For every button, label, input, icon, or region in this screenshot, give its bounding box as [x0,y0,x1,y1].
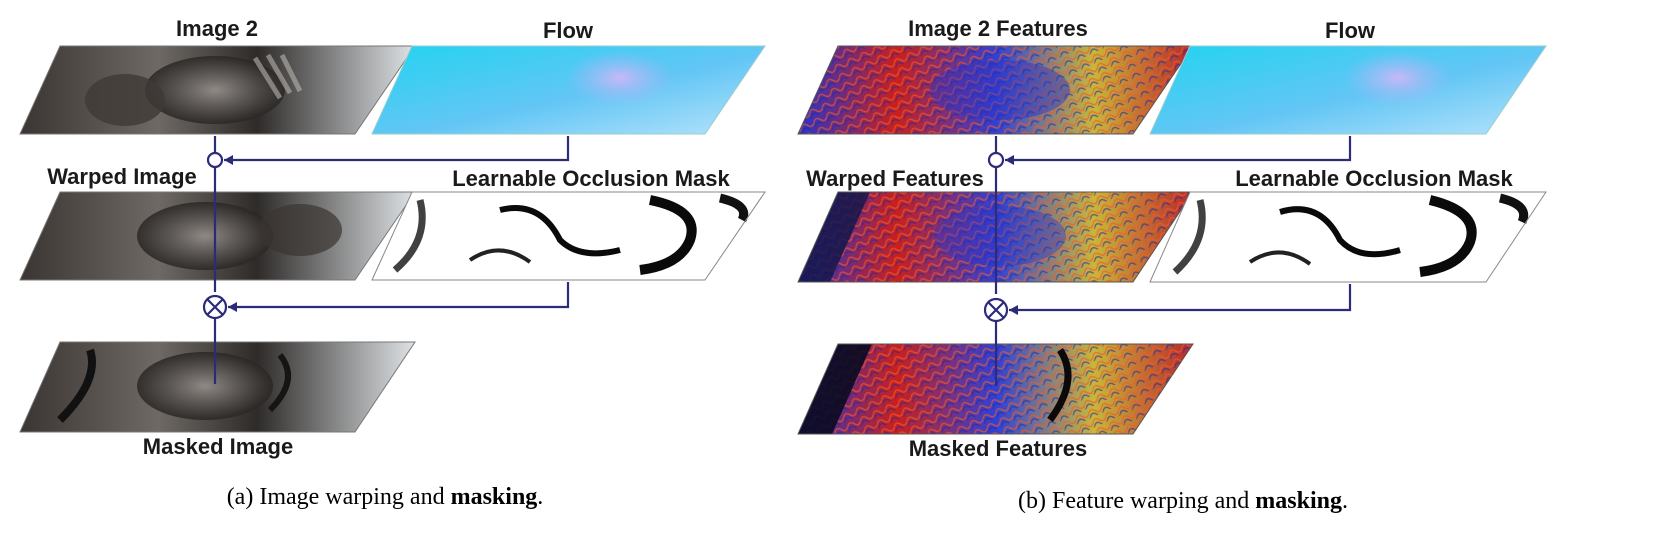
occlusion-mask-label: Learnable Occlusion Mask [452,166,730,191]
panel-a: Image 2 Flow Warped Image Learnable Occl… [19,16,766,510]
occlusion-mask-tile-b [1149,191,1547,283]
caption-b: (b) Feature warping and masking. [1018,488,1348,514]
warped-image-label: Warped Image [47,164,197,189]
masked-features-label: Masked Features [909,436,1088,461]
panel-b: Image 2 Features Flow Warped Features Le… [797,16,1547,514]
flow-label-b: Flow [1325,18,1376,43]
warp-circle-icon [206,151,224,169]
image2-features-label: Image 2 Features [908,16,1088,41]
flow-tile [371,45,766,135]
warp-circle-icon-b [987,151,1005,169]
warped-image-tile [19,191,416,281]
masked-features-tile [797,343,1194,435]
occlusion-mask-tile [371,191,766,281]
warped-features-label: Warped Features [806,166,984,191]
image2-label: Image 2 [176,16,258,41]
flow-tile-b [1149,45,1547,135]
flow-label: Flow [543,18,594,43]
caption-a: (a) Image warping and masking. [227,484,544,510]
occlusion-mask-label-b: Learnable Occlusion Mask [1235,166,1513,191]
masked-image-tile [19,341,416,433]
image2-features-tile [797,45,1194,135]
image2-tile [19,45,416,135]
masked-image-label: Masked Image [143,434,293,459]
